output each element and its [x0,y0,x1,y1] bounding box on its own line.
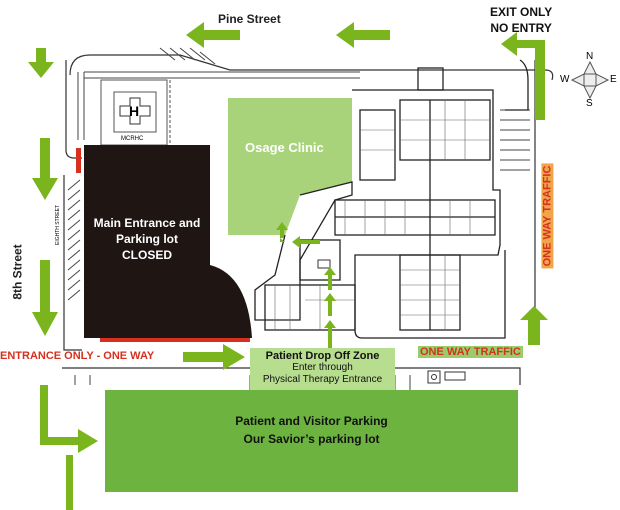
exit-line2: NO ENTRY [490,21,552,35]
osage-clinic-area [228,98,352,235]
arrow-down-top [28,48,54,78]
sign-box [427,370,441,384]
main-lot-line2: Parking lot [115,232,178,246]
helipad-letter: H [129,103,140,119]
road-outline-top [69,54,554,81]
road-outline-left [65,60,82,159]
exit-line1: EXIT ONLY [490,5,553,19]
eighth-street-small-label: EIGHTH STREET [55,204,62,246]
pine-street-label: Pine Street [218,12,281,26]
arrow-exit [501,32,545,120]
compass-s: S [586,98,593,109]
drop-off-label: Patient Drop Off Zone Enter through Phys… [250,350,395,386]
arrow-left-pine-2 [336,22,390,48]
arrow-right-entrance [183,344,245,370]
closed-marker-bottom [100,338,250,342]
compass-n: N [586,51,594,62]
main-lot-line1: Main Entrance and [93,216,201,230]
clinic-label: Osage Clinic [245,140,324,155]
traffic-arrows [28,22,548,510]
arrow-down-8th-2 [32,260,58,336]
arrows-walkway [324,267,336,348]
helipad-cross [119,97,151,125]
eighth-street-label: 8th Street [10,244,25,300]
visitor-parking [105,390,518,492]
one-way-vertical: ONE WAY TRAFFIC [541,163,554,269]
arrow-left-pine-1 [186,22,240,48]
arrow-down-8th-1 [32,138,58,200]
main-lot-closed [84,145,252,338]
parking-stripes [67,47,530,390]
compass-e: E [610,74,617,85]
compass-rose [570,60,610,100]
arrows-walkway-turn [276,222,320,248]
helipad-label: MCRHC [121,136,144,142]
parking-line2: Our Savior’s parking lot [243,432,380,446]
drop-off-zone [250,348,395,390]
main-lot-label: Main Entrance and Parking lot CLOSED [84,215,210,263]
parking-label: Patient and Visitor Parking Our Savior’s… [105,412,518,448]
drop-off-title: Patient Drop Off Zone [265,350,380,362]
drop-off-line2: Enter through [292,362,353,373]
drop-off-line3: Physical Therapy Entrance [262,374,383,385]
helipad-pad [113,91,157,133]
closed-marker-left [76,148,81,173]
one-way-horizontal: ONE WAY TRAFFIC [418,346,523,358]
arrow-stem-bottom [66,455,73,510]
arrow-into-lot [40,385,98,453]
road-outline-8th [63,175,82,351]
exit-only-sign: EXIT ONLY NO ENTRY [490,4,552,36]
main-lot-line3: CLOSED [121,248,172,262]
entrance-only-label: ENTRANCE ONLY - ONE WAY [0,350,155,362]
arrow-up-east [520,306,548,345]
road-outline-bottom [62,367,521,385]
parking-line1: Patient and Visitor Parking [235,414,388,428]
hospital-building [254,59,529,339]
compass-w: W [560,74,570,85]
room-grid [274,100,490,330]
